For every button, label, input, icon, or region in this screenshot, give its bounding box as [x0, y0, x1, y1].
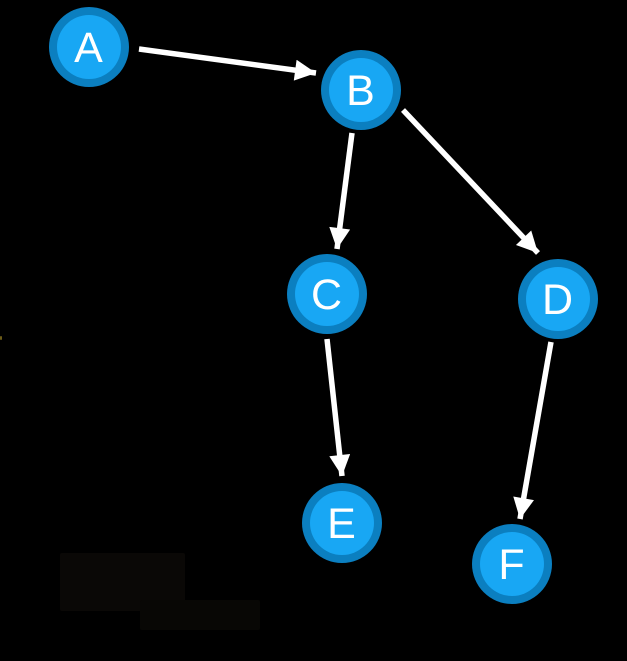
node-F-label: F: [498, 541, 525, 589]
node-E-label: E: [327, 500, 357, 548]
node-D-body: [526, 267, 590, 331]
node-B-label: B: [346, 67, 376, 115]
node-D-label: D: [542, 276, 574, 324]
node-C-label: C: [311, 271, 343, 319]
edge-B-D-arrow: [401, 108, 540, 255]
node-A-body: [57, 15, 121, 79]
node-E-body: [310, 491, 374, 555]
node-E[interactable]: E: [302, 483, 382, 563]
node-F-body: [480, 532, 544, 596]
edge-C-E-arrow: [324, 338, 351, 477]
node-B[interactable]: B: [321, 50, 401, 130]
node-F[interactable]: F: [472, 524, 552, 604]
node-D[interactable]: D: [518, 259, 598, 339]
node-A-label: A: [74, 24, 104, 72]
node-A[interactable]: A: [49, 7, 129, 87]
node-B-body: [329, 58, 393, 122]
node-C-body: [295, 262, 359, 326]
node-C[interactable]: C: [287, 254, 367, 334]
edge-A-B-arrow: [138, 46, 317, 81]
edge-B-C-arrow: [329, 132, 355, 250]
edge-D-F-arrow: [513, 341, 554, 520]
